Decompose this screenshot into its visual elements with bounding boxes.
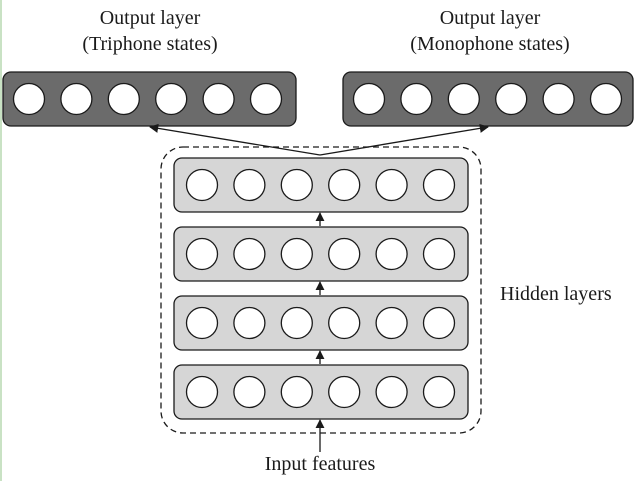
hidden-layer-3 bbox=[173, 226, 469, 282]
output-right-title-line2: (Monophone states) bbox=[410, 33, 570, 55]
output-layer-monophone-unit-1 bbox=[352, 82, 386, 116]
output-layer-monophone-box bbox=[342, 71, 634, 127]
hidden-layer-4 bbox=[173, 157, 469, 213]
hidden-layer-1-unit-4 bbox=[328, 375, 361, 409]
output-layer-monophone-unit-3 bbox=[447, 82, 480, 116]
hidden-layer-3-unit-4 bbox=[328, 237, 361, 271]
hidden-layer-4-unit-6 bbox=[422, 168, 456, 202]
hidden-layer-3-unit-3 bbox=[280, 237, 313, 271]
hidden-layer-1-unit-2 bbox=[233, 375, 266, 409]
hidden-layer-4-unit-1 bbox=[185, 168, 219, 202]
output-layer-monophone bbox=[342, 71, 634, 127]
arrow-to-triphone-output bbox=[149, 123, 321, 156]
output-layer-triphone-unit-6 bbox=[249, 82, 283, 116]
input-features-label: Input features bbox=[264, 453, 376, 475]
hidden-layer-4-unit-4 bbox=[328, 168, 361, 202]
hidden-layer-4-unit-2 bbox=[233, 168, 266, 202]
hidden-layer-2-unit-4 bbox=[328, 306, 361, 340]
output-left-title-line2: (Triphone states) bbox=[82, 33, 218, 55]
hidden-layer-2 bbox=[173, 295, 469, 351]
hidden-layer-4-unit-5 bbox=[375, 168, 408, 202]
hidden-layer-3-unit-5 bbox=[375, 237, 408, 271]
output-layer-triphone-unit-3 bbox=[107, 82, 140, 116]
arrow-to-monophone-output bbox=[319, 123, 489, 156]
hidden-layer-3-unit-1 bbox=[185, 237, 219, 271]
hidden-layer-1-unit-3 bbox=[280, 375, 313, 409]
output-layer-triphone-unit-2 bbox=[60, 82, 93, 116]
hidden-layer-1-unit-6 bbox=[422, 375, 456, 409]
output-layer-monophone-unit-6 bbox=[589, 82, 623, 116]
output-layer-monophone-unit-2 bbox=[400, 82, 433, 116]
output-layer-triphone-unit-5 bbox=[202, 82, 235, 116]
output-left-title-line1: Output layer bbox=[99, 7, 201, 29]
hidden-layers-container bbox=[160, 146, 482, 434]
hidden-layer-2-unit-3 bbox=[280, 306, 313, 340]
output-layer-monophone-unit-5 bbox=[542, 82, 575, 116]
output-right-title-line1: Output layer bbox=[439, 7, 541, 29]
output-layer-triphone bbox=[2, 71, 297, 127]
hidden-layer-2-unit-6 bbox=[422, 306, 456, 340]
hidden-layer-2-unit-1 bbox=[185, 306, 219, 340]
page-left-edge bbox=[0, 0, 2, 481]
hidden-layer-4-unit-3 bbox=[280, 168, 313, 202]
hidden-layers-label: Hidden layers bbox=[500, 283, 612, 305]
hidden-layer-3-unit-6 bbox=[422, 237, 456, 271]
output-layer-monophone-unit-4 bbox=[495, 82, 528, 116]
hidden-layer-2-unit-2 bbox=[233, 306, 266, 340]
hidden-layer-2-unit-5 bbox=[375, 306, 408, 340]
hidden-layer-3-unit-2 bbox=[233, 237, 266, 271]
hidden-layer-1-unit-1 bbox=[185, 375, 219, 409]
output-layer-triphone-unit-4 bbox=[155, 82, 188, 116]
hidden-layer-1-unit-5 bbox=[375, 375, 408, 409]
hidden-layer-1 bbox=[173, 364, 469, 420]
output-layer-triphone-unit-1 bbox=[12, 82, 46, 116]
